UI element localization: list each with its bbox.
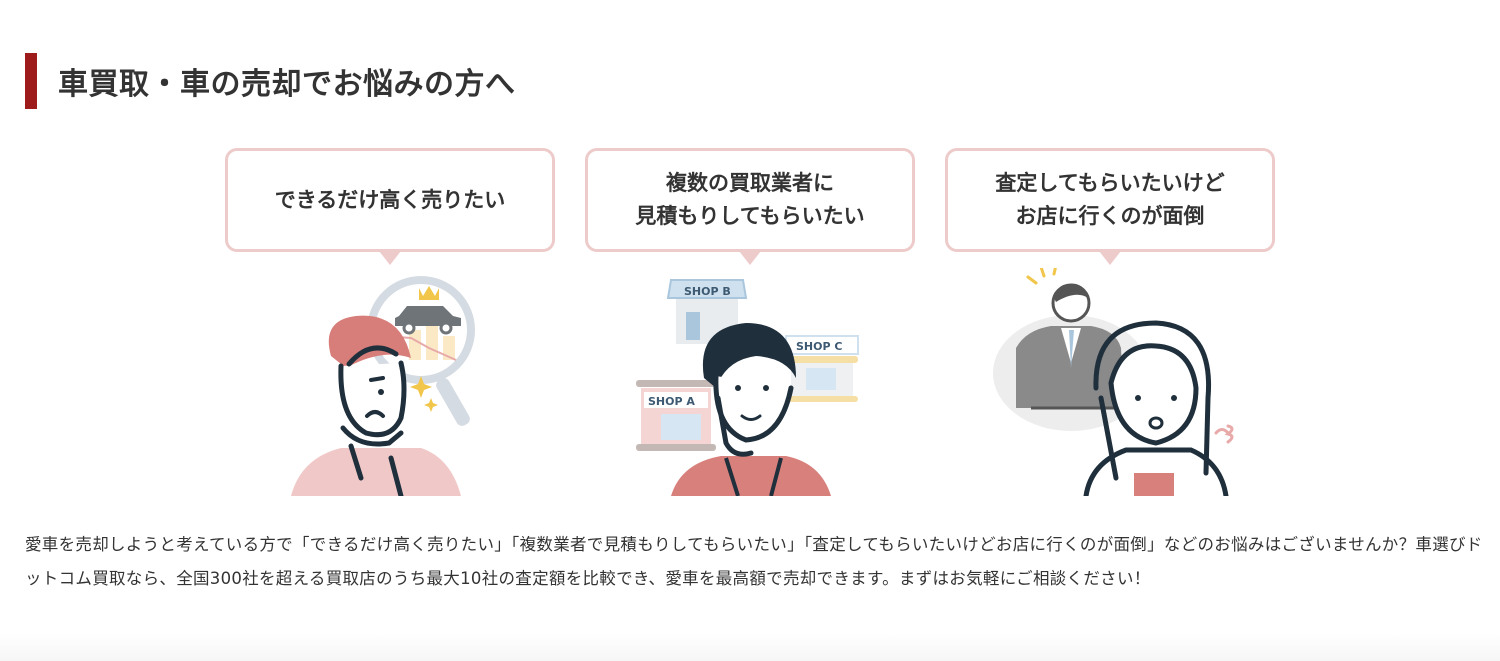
speech-bubble-text: 査定してもらいたいけど お店に行くのが面倒 bbox=[995, 171, 1225, 228]
speech-bubble: 複数の買取業者に 見積もりしてもらいたい bbox=[585, 148, 915, 252]
speech-bubble-text: できるだけ高く売りたい bbox=[274, 187, 506, 212]
description-text: 愛車を売却しようと考えている方で「できるだけ高く売りたい」「複数業者で見積もりし… bbox=[25, 535, 1483, 588]
worry-card-store-visit: 査定してもらいたいけど お店に行くのが面倒 bbox=[945, 148, 1277, 496]
worry-card-multiple-quotes: 複数の買取業者に 見積もりしてもらいたい SHOP B SHOP C SHOP … bbox=[585, 148, 917, 496]
shop-b-label: SHOP B bbox=[684, 285, 731, 298]
section-heading: 車買取・車の売却でお悩みの方へ bbox=[25, 53, 516, 109]
speech-bubble-text: 複数の買取業者に 見積もりしてもらいたい bbox=[635, 171, 865, 228]
section-bottom-fade bbox=[0, 633, 1500, 661]
shop-c-label: SHOP C bbox=[796, 340, 842, 353]
heading-accent-bar bbox=[25, 53, 37, 109]
speech-bubble: できるだけ高く売りたい bbox=[225, 148, 555, 252]
speech-bubble: 査定してもらいたいけど お店に行くのが面倒 bbox=[945, 148, 1275, 252]
person-thinking-with-magnifier-icon bbox=[291, 276, 475, 496]
person-thinking-with-shops-icon: SHOP B SHOP C SHOP A bbox=[636, 279, 859, 496]
worry-card-sell-high: できるだけ高く売りたい bbox=[225, 148, 557, 496]
section-title: 車買取・車の売却でお悩みの方へ bbox=[58, 67, 516, 102]
shop-a-label: SHOP A bbox=[648, 395, 695, 408]
woman-sighing-with-salesman-icon bbox=[993, 268, 1234, 496]
